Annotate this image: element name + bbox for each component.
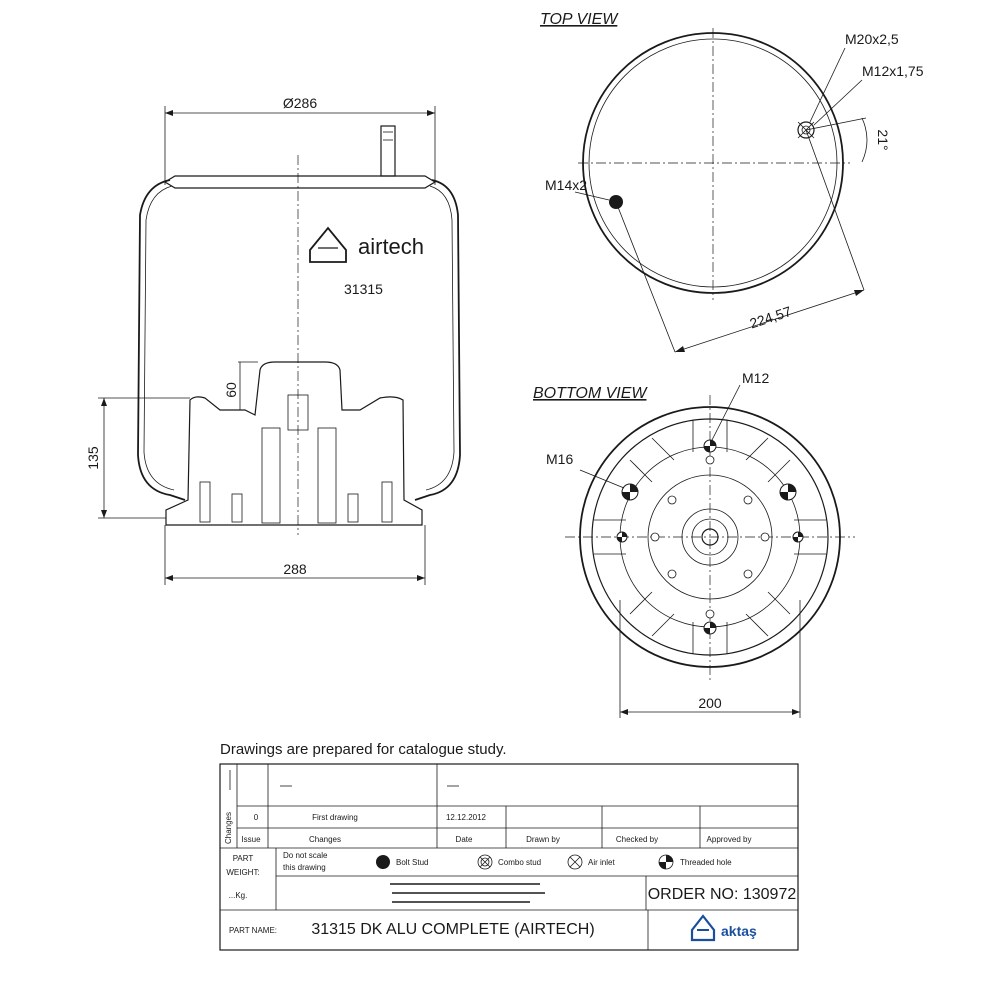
col-changes: Changes [309,835,341,844]
col-checked: Checked by [616,835,658,844]
height-label: 135 [85,446,101,470]
part-code-label: 31315 [344,281,383,297]
part-name: 31315 DK ALU COMPLETE (AIRTECH) [311,921,594,938]
rev-number: 0 [254,813,259,822]
aktas-logo: aktaş [690,914,757,942]
angle-label: 21° [875,129,891,150]
no-scale-1: Do not scale [283,851,328,860]
side-dia-bottom-label: 288 [283,561,307,577]
piston-section [165,361,423,526]
combo-stud-icon [477,854,493,870]
m16-label: M16 [546,451,573,467]
bottom-view-title: BOTTOM VIEW [533,385,648,402]
airtech-logo: airtech [309,226,424,263]
bottom-dia-label: 200 [698,695,722,711]
col-approved: Approved by [707,835,752,844]
no-scale-2: this drawing [283,863,326,872]
m16-holes [621,483,797,501]
col-issue: Issue [241,835,261,844]
bottom-view: BOTTOM VIEW [533,370,855,718]
weight-label: WEIGHT: [226,868,259,877]
col-date: Date [456,835,473,844]
m12-holes [616,439,804,635]
col-drawn: Drawn by [526,835,560,844]
part-name-label: PART NAME: [229,926,277,935]
threaded-hole-icon [658,854,674,870]
changes-vertical: Changes [224,812,233,844]
rev-date: 12.12.2012 [446,813,487,822]
order-number: ORDER NO: 130972 [648,886,797,903]
m12x175-label: M12x1,75 [862,63,924,79]
distance-label: 224,57 [748,303,794,332]
side-view: Ø286 airtech 31315 60 [85,95,461,585]
m14-label: M14x2 [545,177,587,193]
top-stud [380,125,396,177]
title-block-heading: Drawings are prepared for catalogue stud… [220,741,507,758]
m12-label: M12 [742,370,769,386]
kg-label: ...Kg. [229,891,248,900]
rev-desc: First drawing [312,813,358,822]
m20-label: M20x2,5 [845,31,899,47]
bellow-outline [137,179,461,501]
company-name: aktaş [721,923,757,939]
top-view: TOP VIEW M14x2 M20x2,5 M12x1,75 21° 224,… [540,11,924,353]
top-view-title: TOP VIEW [540,11,619,28]
air-inlet-icon [567,854,583,870]
piston-height-label: 60 [223,382,239,398]
fine-print [390,883,545,903]
legend-bolt: Bolt Stud [396,858,428,867]
bolt-stud-icon [376,855,390,869]
m20-port [797,121,815,139]
legend-air: Air inlet [588,858,615,867]
legend-thread: Threaded hole [680,858,732,867]
top-plate [163,175,437,189]
title-block: Drawings are prepared for catalogue stud… [219,741,799,951]
brand-label: airtech [358,234,424,259]
part-label: PART [233,854,254,863]
side-dia-top-label: Ø286 [283,95,317,111]
legend-combo: Combo stud [498,858,541,867]
